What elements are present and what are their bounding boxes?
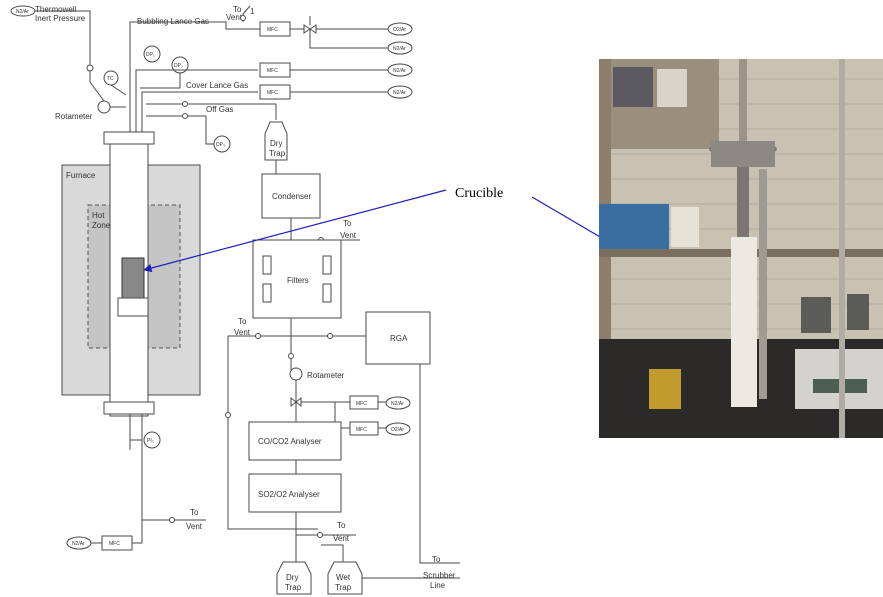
- dp2-label: DP₂: [174, 63, 183, 69]
- scrubber-to: To: [432, 555, 441, 564]
- thermowell-label-1: Thermowell: [35, 5, 77, 14]
- co-co2-analyser-label: CO/CO2 Analyser: [258, 437, 322, 446]
- process-schematic: N2/Ar Thermowell Inert Pressure Rotamete…: [11, 5, 460, 594]
- cover-lance-gas-label: Cover Lance Gas: [186, 81, 248, 90]
- mfc-label-5: MFC: [356, 427, 367, 433]
- so2-o2-analyser-label: SO2/O2 Analyser: [258, 490, 320, 499]
- furnace-label: Furnace: [66, 171, 96, 180]
- wet-trap-label-1: Wet: [336, 573, 351, 582]
- thermowell-valve-icon: [87, 65, 93, 71]
- hot-zone-label-2: Zone: [92, 221, 111, 230]
- rotameter-left-label: Rotameter: [55, 112, 93, 121]
- dry-trap-bottom-label-2: Trap: [285, 583, 302, 592]
- crucible-schematic: [122, 258, 144, 298]
- dry-trap-top-label-2: Trap: [269, 149, 286, 158]
- bottom-vent-to: To: [337, 521, 346, 530]
- thermowell-gas-source: N2/Ar: [11, 6, 35, 16]
- furnace-vent-vent: Vent: [186, 522, 203, 531]
- mfc-label-1: MFC: [267, 27, 278, 33]
- dp3-label: DP₃: [216, 142, 225, 148]
- off-gas-label: Off Gas: [206, 105, 233, 114]
- thermowell-gas-label: N2/Ar: [16, 9, 29, 15]
- bottom-vent-vent: Vent: [333, 534, 350, 543]
- dp1-label: DP₁: [146, 52, 155, 58]
- tc-label: TC: [107, 76, 114, 82]
- condenser-vent-to: To: [343, 219, 352, 228]
- furnace-vent-to: To: [190, 508, 199, 517]
- gas-source-5-label: N2/Ar: [391, 401, 404, 407]
- crucible-label: Crucible: [455, 186, 503, 201]
- thermowell-label-2: Inert Pressure: [35, 14, 86, 23]
- apparatus-photo: [599, 59, 883, 438]
- dry-trap-top-label-1: Dry: [270, 139, 282, 148]
- rotameter-right-label: Rotameter: [307, 371, 345, 380]
- condenser-vent-vent: Vent: [340, 231, 357, 240]
- mfc-label-2: MFC: [267, 68, 278, 74]
- top-vent-num: 1: [250, 7, 255, 16]
- left-vent-vent: Vent: [234, 328, 251, 337]
- top-vent-valve-icon: [241, 16, 246, 21]
- dry-trap-bottom-label-1: Dry: [286, 573, 298, 582]
- gas-source-6-label: O2/Ar: [391, 427, 404, 433]
- condenser-label: Condenser: [272, 192, 311, 201]
- gas-source-bottom-label: N2/Ar: [72, 541, 85, 547]
- scrubber-scrubber: Scrubber: [423, 571, 456, 580]
- scrubber-line: Line: [430, 581, 446, 590]
- gas-source-1-label: O2/Ar: [393, 27, 406, 33]
- mfc-label-3: MFC: [267, 90, 278, 96]
- gas-source-3-label: N2/Ar: [393, 68, 406, 74]
- gas-source-4-label: N2/Ar: [393, 90, 406, 96]
- tube-bottom-flange: [104, 402, 154, 414]
- pi-label: PI₃: [147, 438, 154, 444]
- left-vent-to: To: [238, 317, 247, 326]
- hot-zone-label-1: Hot: [92, 211, 105, 220]
- tube-top-flange: [104, 132, 154, 144]
- mfc-label-bottom: MFC: [109, 541, 120, 547]
- filters-label: Filters: [287, 276, 309, 285]
- mfc-label-4: MFC: [356, 401, 367, 407]
- rotameter-right-icon: [290, 368, 302, 380]
- rga-label: RGA: [390, 334, 408, 343]
- wet-trap-label-2: Trap: [335, 583, 352, 592]
- crucible-support: [118, 298, 148, 316]
- rotameter-left-icon: [98, 101, 110, 113]
- gas-source-2-label: N2/Ar: [393, 46, 406, 52]
